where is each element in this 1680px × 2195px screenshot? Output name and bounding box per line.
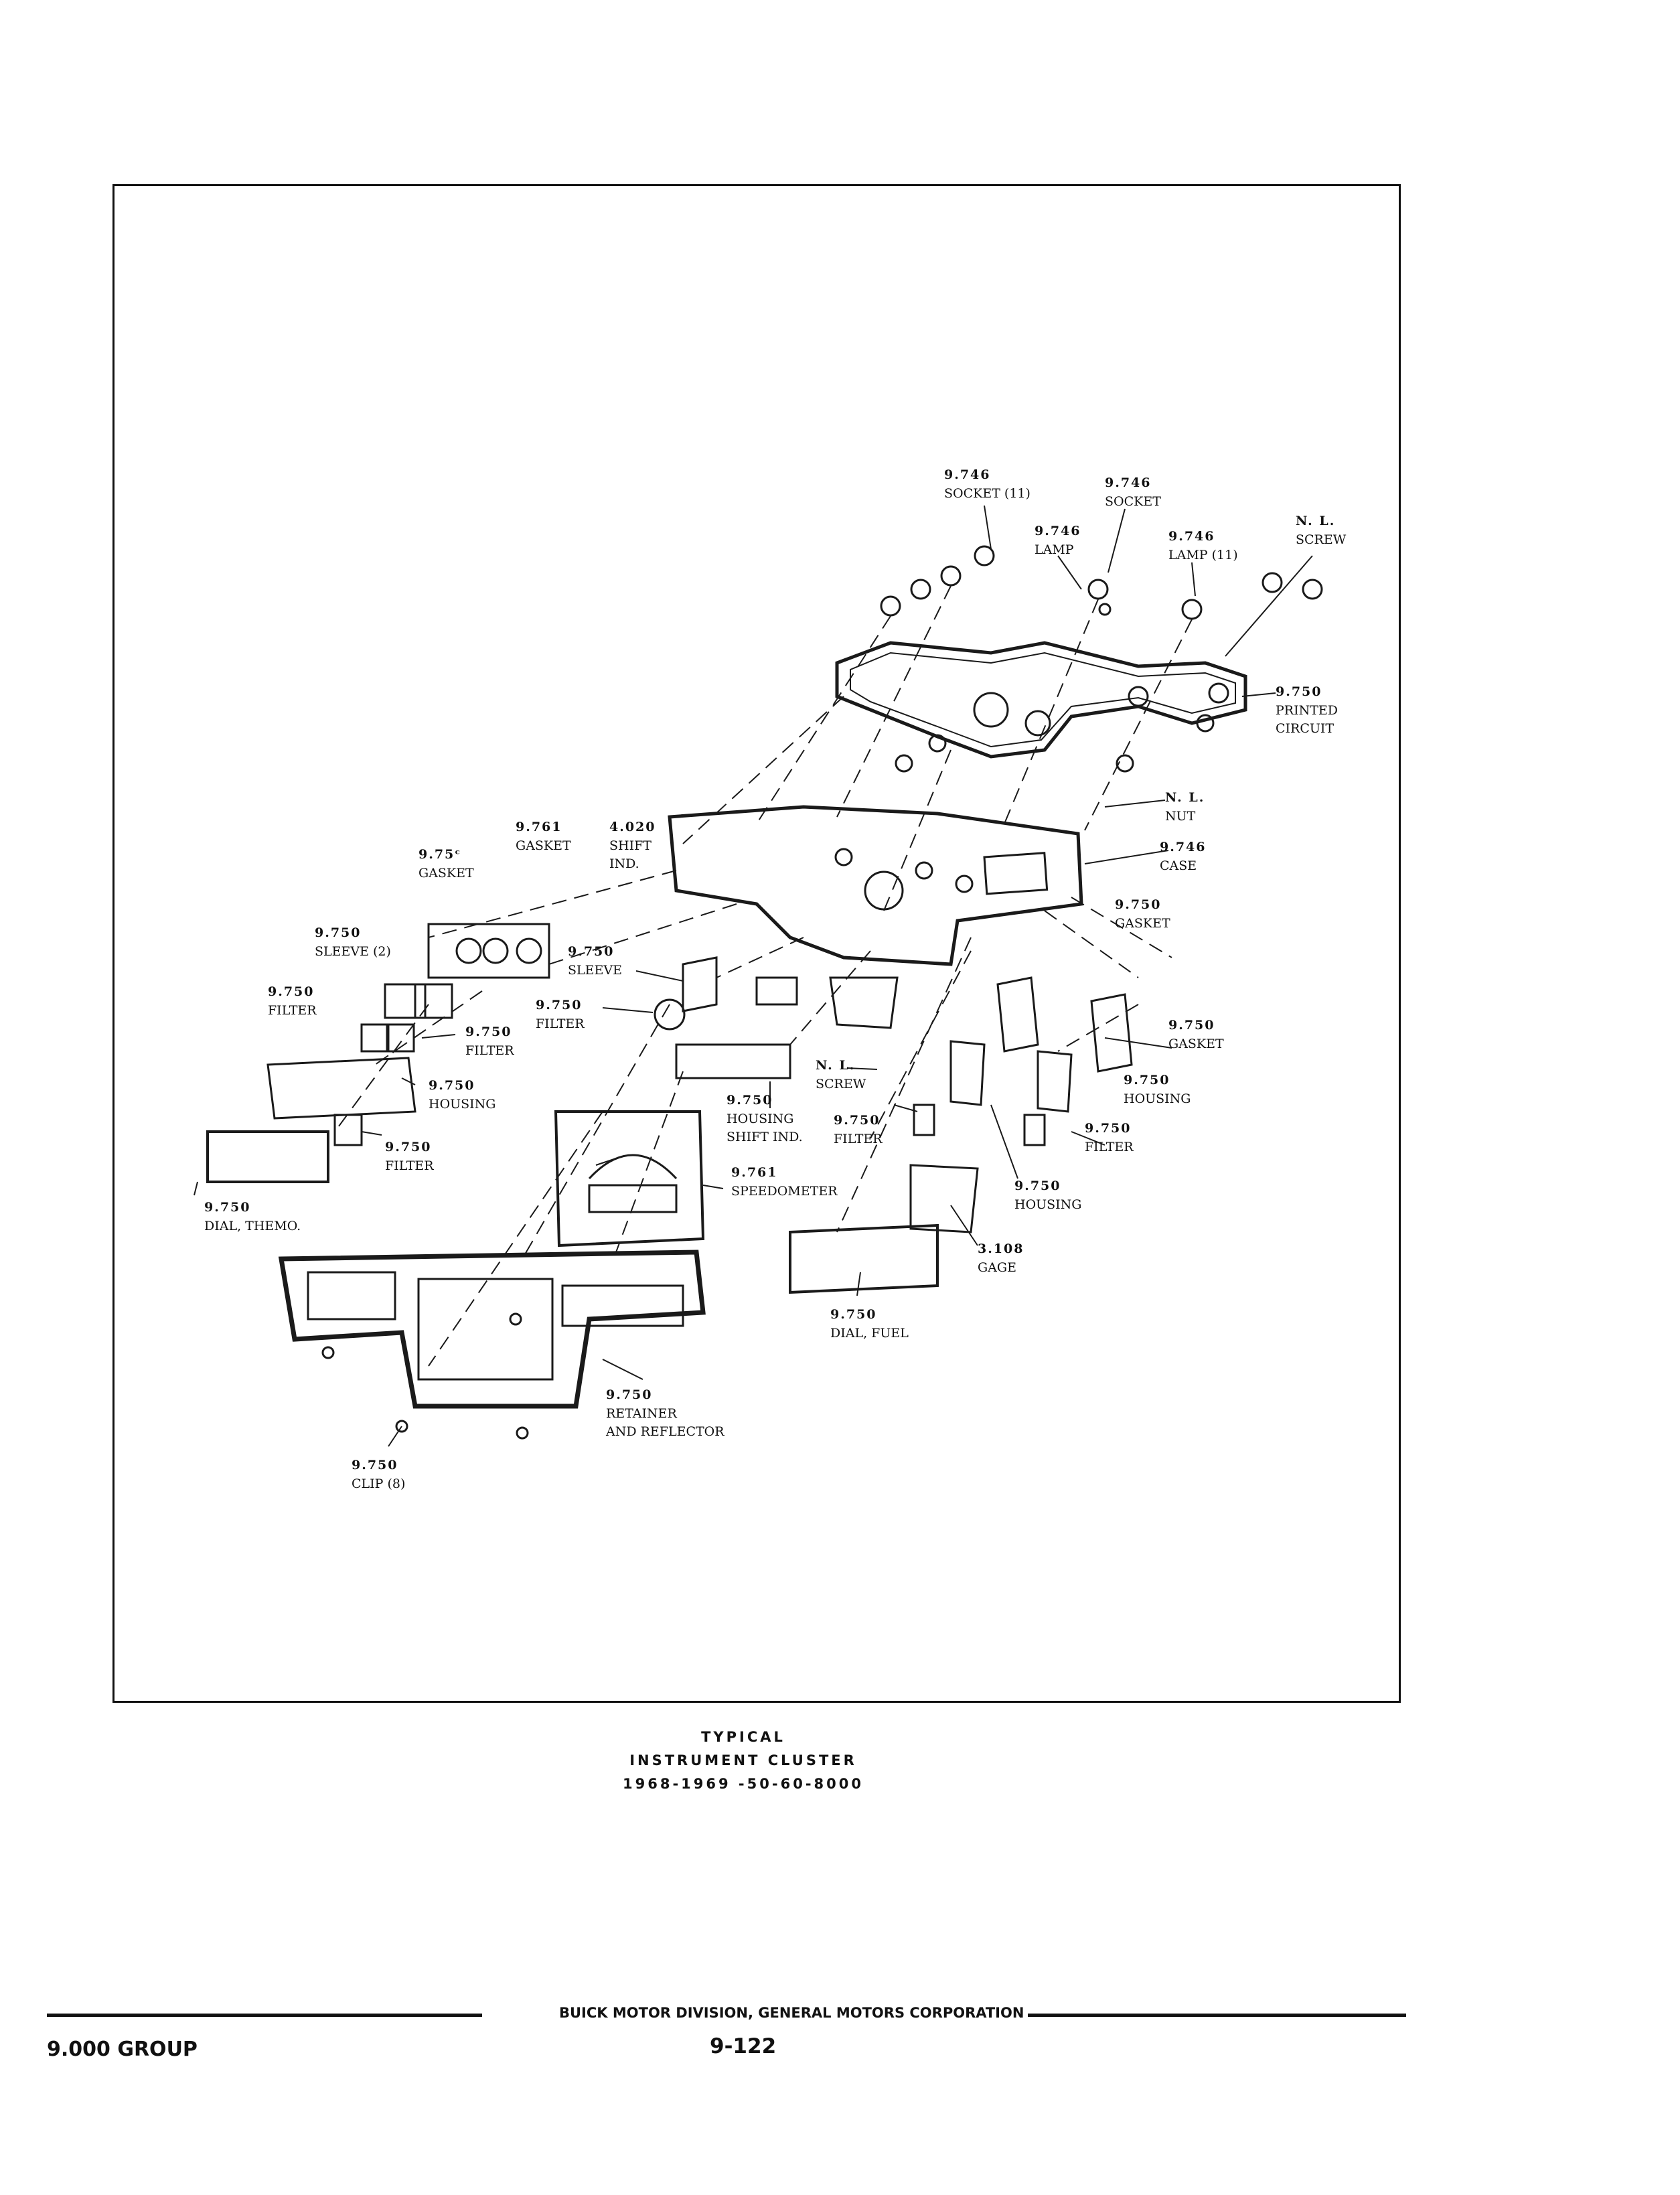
shift-indicator-part bbox=[829, 976, 899, 1029]
caption-line-3: 1968-1969 -50-60-8000 bbox=[623, 1776, 864, 1792]
socket-lamp-parts bbox=[880, 545, 1323, 773]
filter-part bbox=[360, 1023, 390, 1053]
gasket-right-part bbox=[996, 976, 1039, 1053]
retainer-reflector-part bbox=[278, 1250, 706, 1409]
leader-lines bbox=[194, 505, 1313, 1447]
footer-page-number: 9-122 bbox=[710, 2034, 777, 2058]
callout-nl-screw-center: N. L.SCREW bbox=[816, 1058, 866, 1091]
callout-nl-nut: N. L.NUT bbox=[1165, 790, 1205, 824]
footer-group: 9.000 GROUP bbox=[47, 2038, 198, 2061]
footer-rule-left bbox=[47, 2014, 482, 2017]
thermo-dial-part bbox=[206, 1130, 329, 1183]
caption-line-1: TYPICAL bbox=[701, 1729, 785, 1745]
fuel-dial-part bbox=[789, 1223, 939, 1294]
assembly-lines bbox=[334, 585, 1193, 1367]
gage-part bbox=[909, 1164, 979, 1233]
sleeve-part bbox=[384, 983, 427, 1019]
thermo-housing-part bbox=[266, 1057, 416, 1120]
footer-publisher: BUICK MOTOR DIVISION, GENERAL MOTORS COR… bbox=[559, 2005, 1024, 2021]
caption-line-2: INSTRUMENT CLUSTER bbox=[629, 1752, 857, 1768]
callout-nl-screw-top: N. L.SCREW bbox=[1296, 514, 1347, 547]
clip-parts bbox=[321, 1312, 529, 1440]
fuel-housing-part bbox=[949, 1040, 986, 1106]
footer-rule-right bbox=[1028, 2014, 1406, 2017]
printed-circuit-part bbox=[835, 641, 1247, 759]
shift-housing-part bbox=[675, 1043, 791, 1079]
center-sleeve-part bbox=[682, 956, 718, 1012]
speedometer-part bbox=[554, 1110, 705, 1247]
case-part bbox=[668, 805, 1083, 966]
diagram-frame bbox=[112, 184, 1401, 1703]
gasket-left-part bbox=[427, 923, 550, 979]
